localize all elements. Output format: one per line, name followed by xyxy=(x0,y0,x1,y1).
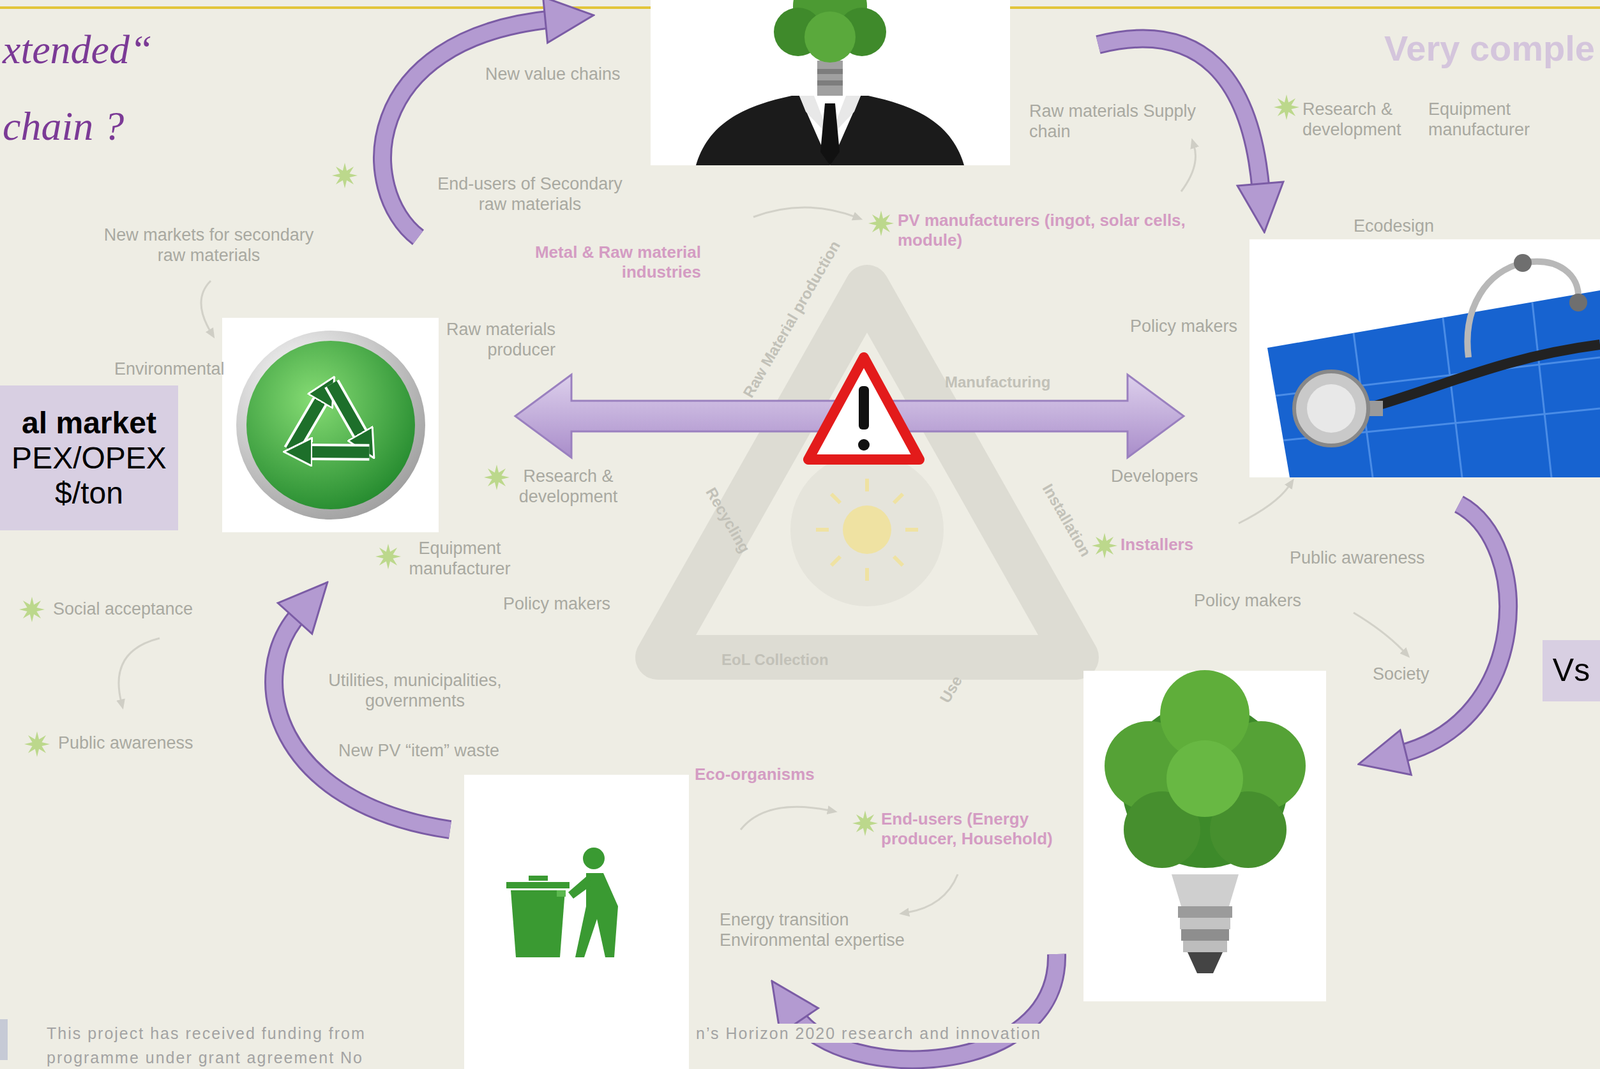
watermark-label: Raw Material production xyxy=(739,237,845,401)
edge-marker xyxy=(0,1019,8,1061)
watermark-label: EoL Collection xyxy=(721,651,829,670)
box-heading: al market xyxy=(21,405,157,441)
recycle-picture xyxy=(222,317,439,533)
value-chain-label: Environmental xyxy=(114,358,225,380)
funding-note: This project has received funding from xyxy=(44,1024,369,1044)
value-chain-label: Developers xyxy=(1110,466,1199,487)
value-chain-label: Policy makers xyxy=(1130,316,1238,337)
slide-title: xtended“ chain ? xyxy=(2,11,195,165)
market-box: Vs xyxy=(1542,640,1600,702)
actor-label: Metal & Raw material industries xyxy=(515,242,702,283)
value-chain-label: New markets for secondary raw materials xyxy=(103,224,315,267)
funding-note: programme under grant agreement No xyxy=(44,1048,366,1068)
value-chain-label: New value chains xyxy=(485,63,621,85)
value-chain-label: Ecodesign xyxy=(1353,215,1434,237)
value-chain-label: Utilities, municipalities, governments xyxy=(319,670,511,712)
value-chain-label: Social acceptance xyxy=(52,598,193,620)
value-chain-label: Energy transition Environmental expertis… xyxy=(719,909,918,952)
businessman-picture xyxy=(650,0,1011,166)
watermark-label: Installation xyxy=(1038,480,1095,560)
value-chain-label: Policy makers xyxy=(1193,590,1302,612)
value-chain-label: Research & development xyxy=(510,466,626,508)
watermark-label: Recycling xyxy=(701,484,755,557)
watermark-label: Use xyxy=(936,672,967,707)
value-chain-label: Equipment manufacturer xyxy=(1428,98,1556,141)
market-box: al marketPEX/OPEX $/ton xyxy=(0,385,179,531)
value-chain-label: Public awareness xyxy=(1289,547,1426,569)
stethoscope-solar-cell-picture xyxy=(1249,239,1600,478)
value-chain-label: End-users of Secondary raw materials xyxy=(427,173,633,216)
value-chain-label: Raw materials producer xyxy=(440,319,556,361)
watermark-label: Manufacturing xyxy=(944,373,1051,393)
background-arrows xyxy=(118,145,1405,914)
heading-fragment: Very comple xyxy=(1352,26,1595,70)
warning-sign xyxy=(808,357,920,460)
value-chain-label: Public awareness xyxy=(58,732,194,754)
value-chain-watermark xyxy=(657,287,1077,658)
actor-label: Eco-organisms xyxy=(694,764,815,785)
value-chain-label: Raw materials Supply chain xyxy=(1029,100,1215,143)
funding-note: n’s Horizon 2020 research and innovation xyxy=(693,1024,1044,1044)
value-chain-label: Equipment manufacturer xyxy=(395,538,524,580)
box-heading: Vs xyxy=(1552,652,1590,690)
actor-label: Installers xyxy=(1120,535,1194,555)
value-chain-label: Policy makers xyxy=(503,593,611,615)
value-chain-label: Research & development xyxy=(1302,98,1418,141)
waste-bin-picture xyxy=(464,775,689,1069)
value-chain-label: Society xyxy=(1372,664,1430,685)
value-chain-label: New PV “item” waste xyxy=(338,740,500,762)
cycle-arrows xyxy=(273,19,1509,1060)
box-text: PEX/OPEX $/ton xyxy=(5,440,174,511)
green-bulb-picture xyxy=(1083,670,1327,1002)
actor-label: End-users (Energy producer, Household) xyxy=(881,809,1080,850)
actor-label: PV manufacturers (ingot, solar cells, mo… xyxy=(897,210,1192,251)
